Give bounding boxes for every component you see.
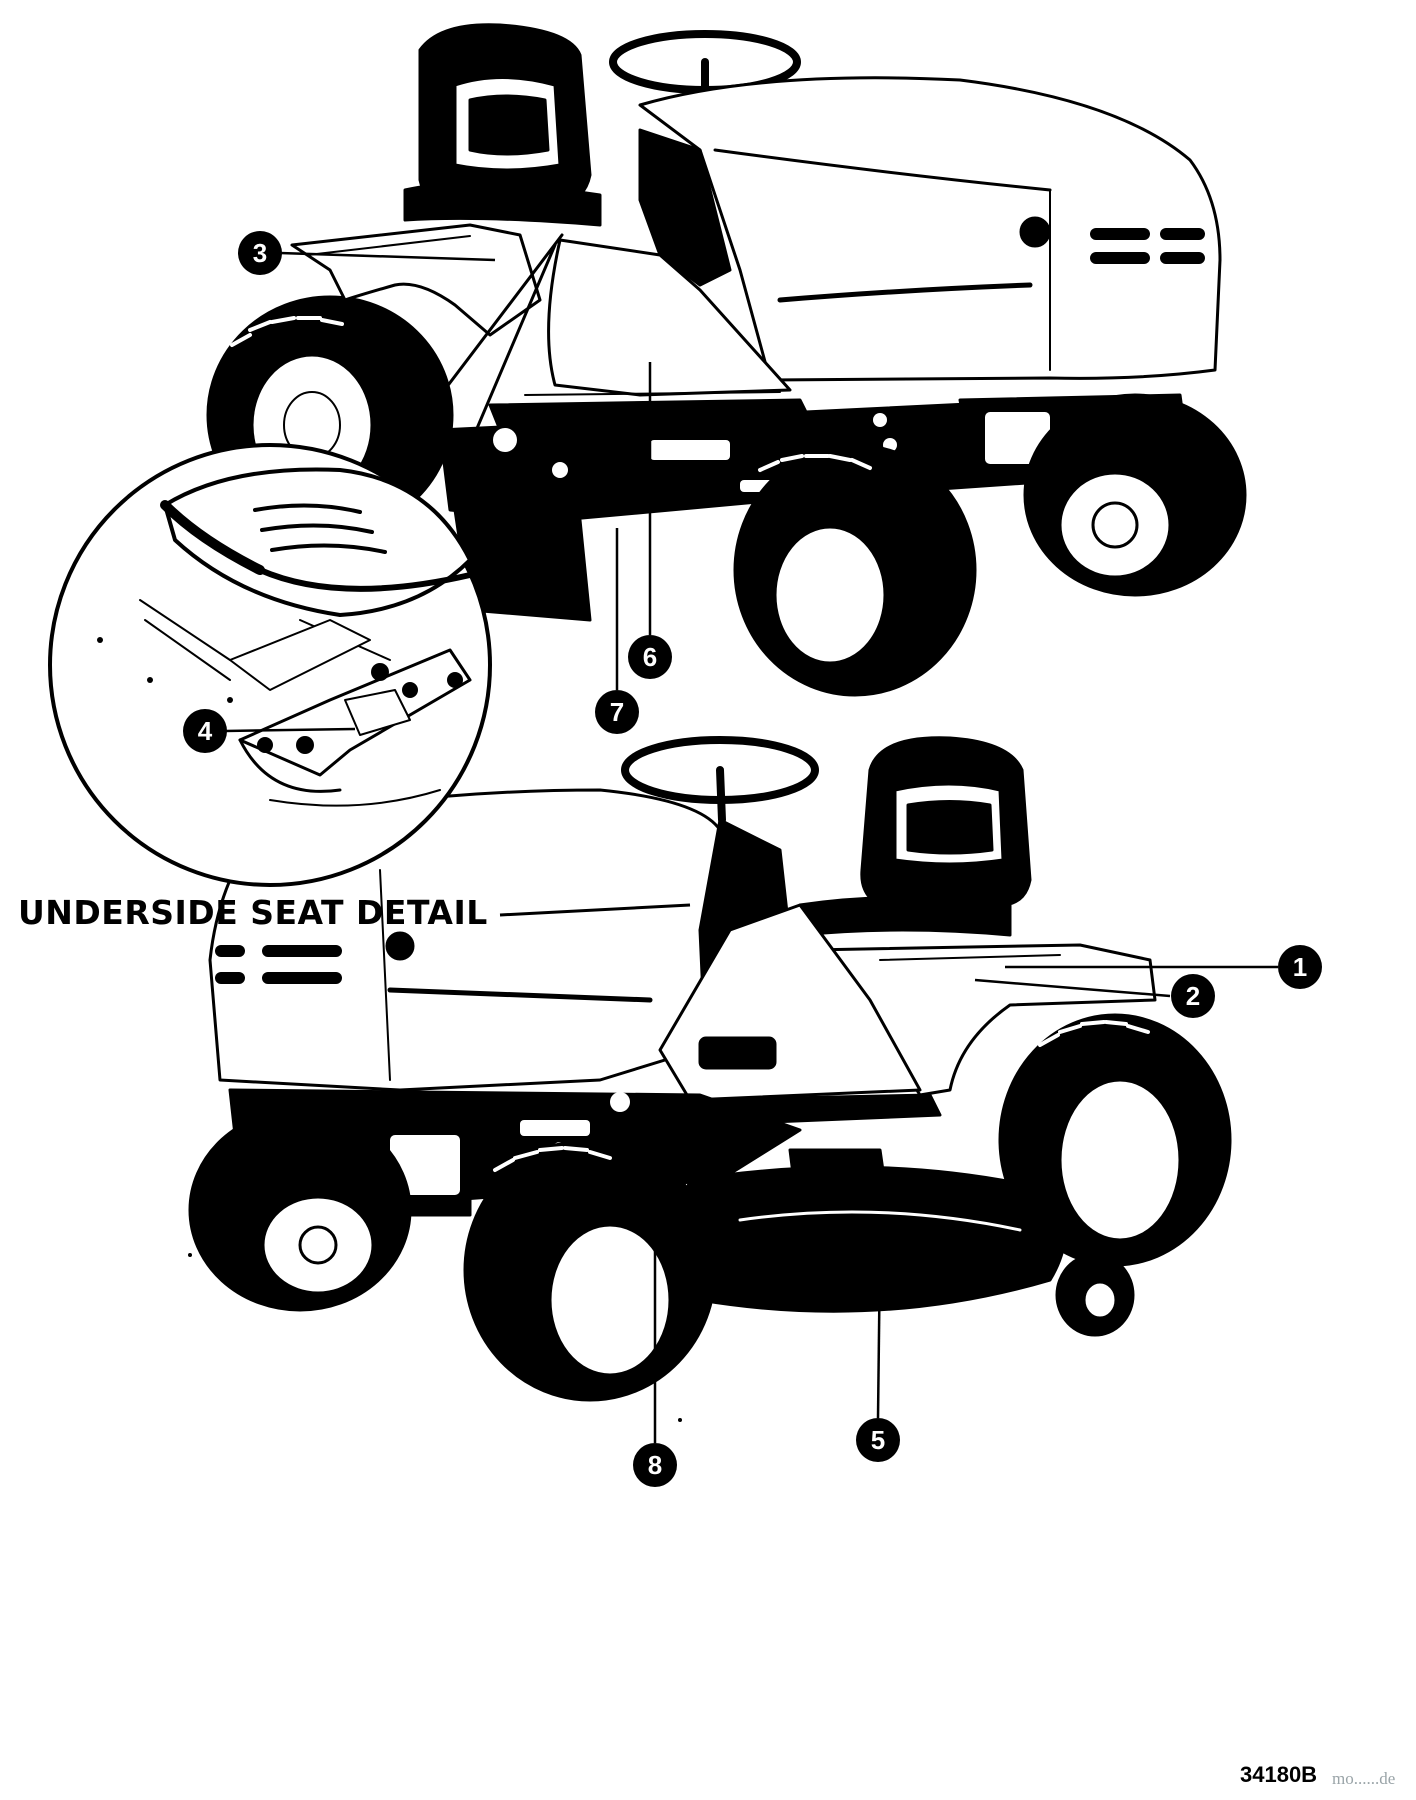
bottom-front-center-tire <box>463 1138 717 1402</box>
leader-lines <box>224 251 1278 1443</box>
underside-seat-detail-inset <box>48 233 564 887</box>
callout-1: 1 <box>1278 945 1322 989</box>
bottom-front-left-tire <box>188 1108 412 1312</box>
bottom-steering-wheel <box>621 736 819 824</box>
callout-7-label: 7 <box>610 697 624 727</box>
callout-3-label: 3 <box>253 238 267 268</box>
top-front-center-tire <box>733 443 977 697</box>
watermark: mo......de <box>1332 1769 1396 1788</box>
callout-8: 8 <box>633 1443 677 1487</box>
top-dash-panel <box>638 128 732 287</box>
part-number: 34180B <box>1240 1762 1318 1787</box>
leader-line-5 <box>876 1247 882 1419</box>
callout-4-label: 4 <box>198 716 213 746</box>
bottom-grille-slots <box>215 945 342 984</box>
leader-line-3 <box>279 251 496 262</box>
leader-line-4 <box>224 727 356 733</box>
callout-2: 2 <box>1171 974 1215 1018</box>
callout-1-label: 1 <box>1293 952 1307 982</box>
callout-2-label: 2 <box>1186 981 1200 1011</box>
callout-8-label: 8 <box>648 1450 662 1480</box>
bottom-seat <box>798 736 1032 937</box>
top-seat <box>403 23 602 227</box>
top-front-right-tire <box>1023 393 1247 597</box>
callout-6: 6 <box>628 635 672 679</box>
underside-seat-detail-title: UNDERSIDE SEAT DETAIL <box>18 893 488 932</box>
top-tractor-illustration <box>206 23 1247 697</box>
callout-5-label: 5 <box>871 1425 885 1455</box>
callout-6-label: 6 <box>643 642 657 672</box>
callout-4: 4 <box>183 709 227 753</box>
bottom-right-fender <box>808 943 1157 1097</box>
top-grille-slots <box>1090 228 1205 264</box>
top-left-fender <box>290 223 542 337</box>
leader-line-detail-title <box>499 903 691 917</box>
top-hood <box>638 76 1222 382</box>
callout-7: 7 <box>595 690 639 734</box>
callout-5: 5 <box>856 1418 900 1462</box>
leader-line-2 <box>974 978 1171 998</box>
callout-3: 3 <box>238 231 282 275</box>
